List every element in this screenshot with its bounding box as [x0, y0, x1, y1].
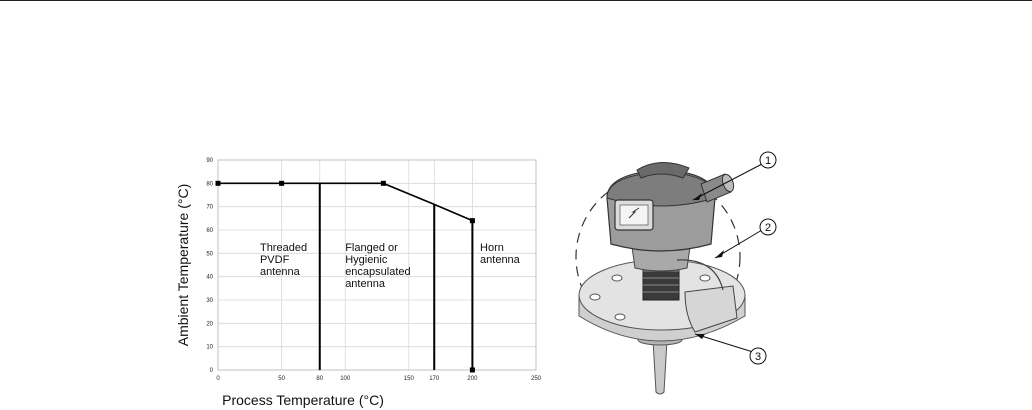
callout-1-label: 1: [765, 155, 771, 167]
region-label-line: Flanged or: [345, 242, 398, 254]
y-tick-label: 80: [206, 181, 213, 187]
callout-3: 3: [750, 348, 766, 364]
data-point-marker: [216, 181, 221, 186]
region-label-line: encapsulated: [345, 266, 410, 278]
y-tick-label: 40: [206, 275, 213, 281]
x-tick-label: 250: [531, 376, 542, 382]
y-tick-label: 20: [206, 321, 213, 327]
x-tick-label: 150: [404, 376, 415, 382]
display-screen: [620, 205, 648, 225]
x-axis-title: Process Temperature (°C): [222, 392, 384, 408]
radar-transmitter-illustration: 1 2 3: [565, 140, 815, 395]
region-label-line: antenna: [345, 278, 386, 290]
y-tick-label: 60: [206, 228, 213, 234]
data-point-marker: [279, 181, 284, 186]
top-rule: [0, 0, 1032, 1]
y-axis-title: Ambient Temperature (°C): [175, 184, 191, 347]
y-tick-label: 10: [206, 345, 213, 351]
region-label-line: antenna: [260, 266, 301, 278]
x-tick-label: 0: [216, 376, 220, 382]
region-label-line: Horn: [480, 242, 504, 254]
data-point-marker: [470, 218, 475, 223]
horn-antenna-shape: [653, 340, 667, 394]
x-tick-label: 170: [429, 376, 440, 382]
y-tick-label: 30: [206, 298, 213, 304]
y-tick-label: 70: [206, 205, 213, 211]
callout-2: 2: [760, 219, 776, 235]
x-tick-label: 200: [467, 376, 478, 382]
y-tick-label: 90: [206, 158, 213, 164]
x-tick-label: 50: [278, 376, 285, 382]
y-tick-label: 50: [206, 251, 213, 257]
region-label-line: PVDF: [260, 254, 290, 266]
boundary-marker: [470, 368, 475, 373]
region-label-line: Threaded: [260, 242, 307, 254]
region-label-line: Hygienic: [345, 254, 388, 266]
sun-shield: [685, 286, 737, 332]
x-tick-label: 100: [340, 376, 351, 382]
callout-2-label: 2: [765, 222, 771, 234]
y-tick-label: 0: [210, 368, 214, 374]
data-point-marker: [381, 181, 386, 186]
x-tick-label: 80: [316, 376, 323, 382]
region-label-line: antenna: [480, 254, 521, 266]
callout-1: 1: [760, 152, 776, 168]
callout-3-label: 3: [755, 351, 761, 363]
callout-3-leader: [695, 334, 753, 352]
